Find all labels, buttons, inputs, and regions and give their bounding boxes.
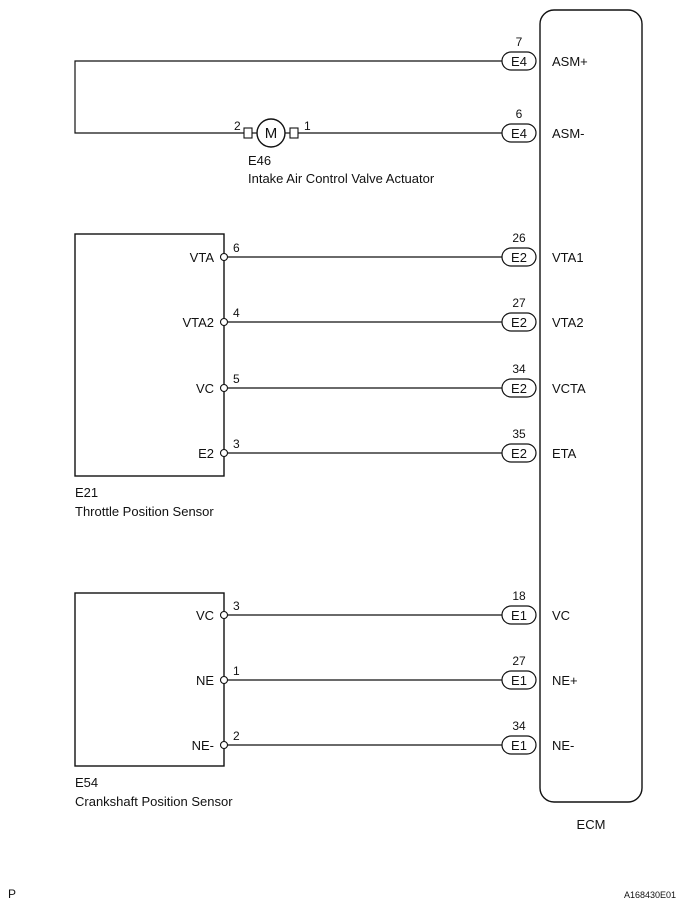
connector-e1 bbox=[501, 735, 537, 755]
actuator-pin-left: 2 bbox=[234, 119, 241, 133]
connector-label: E2 bbox=[511, 250, 527, 265]
connector-e1 bbox=[501, 670, 537, 690]
intake-air-control-valve-actuator: M bbox=[243, 118, 299, 148]
connector-e2 bbox=[501, 378, 537, 398]
sensor-pin-number: 3 bbox=[233, 599, 240, 613]
connector-label: E4 bbox=[511, 126, 527, 141]
ecm-pin-number: 18 bbox=[512, 589, 526, 603]
sensor-pin-vta2 bbox=[219, 317, 229, 327]
sensor-terminal: E2 bbox=[198, 446, 214, 461]
actuator-terminal-right bbox=[289, 127, 299, 139]
actuator-name: Intake Air Control Valve Actuator bbox=[248, 171, 435, 186]
sensor-pin-e2 bbox=[219, 448, 229, 458]
connector-e2 bbox=[501, 443, 537, 463]
ecm-terminal: NE+ bbox=[552, 673, 578, 688]
connector-e2 bbox=[501, 247, 537, 267]
actuator-id: E46 bbox=[248, 153, 271, 168]
actuator-pin-right: 1 bbox=[304, 119, 311, 133]
ecm-pin-number: 27 bbox=[512, 296, 526, 310]
ecm-pin-number: 7 bbox=[516, 35, 523, 49]
sensor-terminal: NE- bbox=[192, 738, 214, 753]
sensor-pin-number: 2 bbox=[233, 729, 240, 743]
throttle-position-sensor-box bbox=[74, 233, 225, 477]
crank-sensor-id: E54 bbox=[75, 775, 98, 790]
ecm-terminal: ASM+ bbox=[552, 54, 588, 69]
sensor-pin-number: 1 bbox=[233, 664, 240, 678]
asm-plus-wire bbox=[74, 60, 502, 134]
ecm-pin-number: 35 bbox=[512, 427, 526, 441]
throttle-sensor-name: Throttle Position Sensor bbox=[75, 504, 214, 519]
connector-e1 bbox=[501, 605, 537, 625]
crank-sensor-name: Crankshaft Position Sensor bbox=[75, 794, 233, 809]
ecm-pin-number: 26 bbox=[512, 231, 526, 245]
ecm-terminal: VC bbox=[552, 608, 570, 623]
sensor-pin-vc-crank bbox=[219, 610, 229, 620]
actuator-terminal-left bbox=[243, 127, 253, 139]
connector-label: E2 bbox=[511, 446, 527, 461]
sensor-terminal: VC bbox=[196, 608, 214, 623]
sensor-terminal: VTA bbox=[190, 250, 215, 265]
sensor-pin-vta bbox=[219, 252, 229, 262]
throttle-sensor-id: E21 bbox=[75, 485, 98, 500]
ecm-terminal: VCTA bbox=[552, 381, 586, 396]
sensor-pin-number: 3 bbox=[233, 437, 240, 451]
ecm-pin-number: 27 bbox=[512, 654, 526, 668]
ecm-pin-number: 6 bbox=[516, 107, 523, 121]
sensor-pin-number: 6 bbox=[233, 241, 240, 255]
connector-label: E1 bbox=[511, 738, 527, 753]
figure-id: A168430E01 bbox=[624, 890, 676, 900]
sensor-pin-vc bbox=[219, 383, 229, 393]
sensor-pin-ne-minus bbox=[219, 740, 229, 750]
ecm-pin-number: 34 bbox=[512, 362, 526, 376]
connector-label: E2 bbox=[511, 381, 527, 396]
ecm-terminal: NE- bbox=[552, 738, 574, 753]
connector-e2 bbox=[501, 312, 537, 332]
motor-icon bbox=[256, 118, 286, 148]
motor-symbol: M bbox=[265, 125, 278, 142]
sensor-terminal: VTA2 bbox=[182, 315, 214, 330]
ecm-terminal: ASM- bbox=[552, 126, 585, 141]
sensor-pin-number: 4 bbox=[233, 306, 240, 320]
connector-e4 bbox=[501, 51, 537, 71]
connector-label: E1 bbox=[511, 608, 527, 623]
connector-e4 bbox=[501, 123, 537, 143]
sensor-pin-ne bbox=[219, 675, 229, 685]
ecm-terminal: VTA2 bbox=[552, 315, 584, 330]
ecm-terminal: VTA1 bbox=[552, 250, 584, 265]
page-mark: P bbox=[8, 887, 16, 901]
ecm-connectors bbox=[501, 51, 537, 755]
ecm-label: ECM bbox=[577, 817, 606, 832]
ecm-pin-number: 34 bbox=[512, 719, 526, 733]
connector-label: E1 bbox=[511, 673, 527, 688]
sensor-terminal: VC bbox=[196, 381, 214, 396]
sensor-pin-number: 5 bbox=[233, 372, 240, 386]
sensor-terminal: NE bbox=[196, 673, 214, 688]
connector-label: E4 bbox=[511, 54, 527, 69]
ecm-terminal: ETA bbox=[552, 446, 577, 461]
connector-label: E2 bbox=[511, 315, 527, 330]
ecm-block bbox=[539, 9, 643, 803]
